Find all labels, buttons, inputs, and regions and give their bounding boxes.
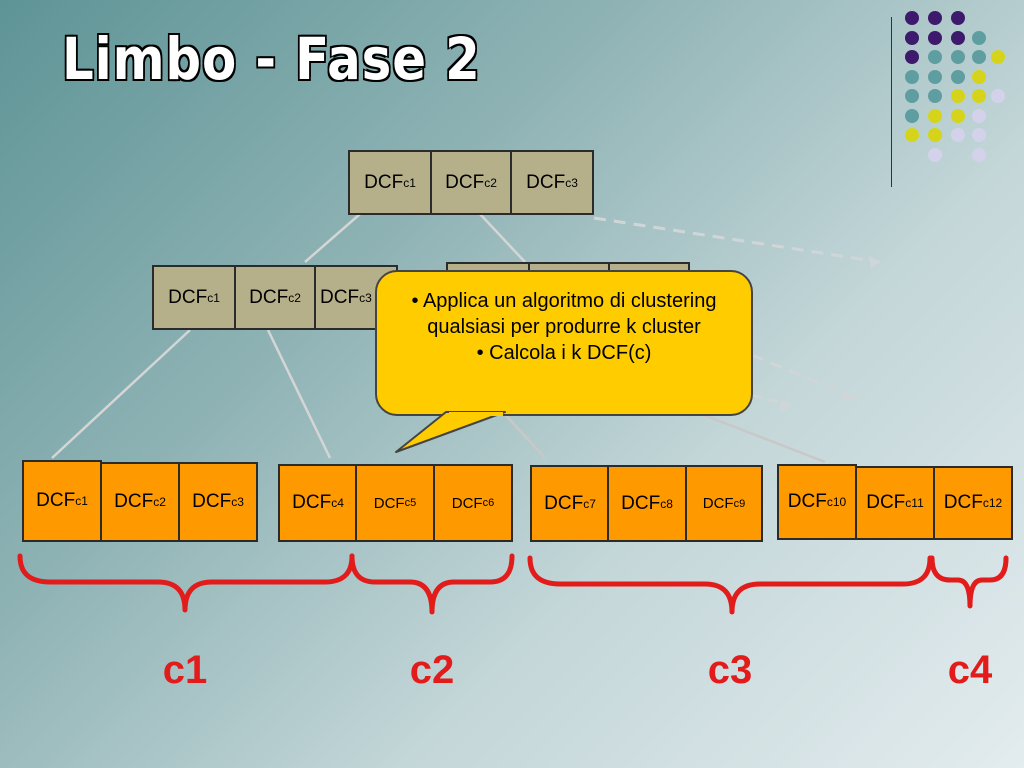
brace-c1 <box>17 553 355 613</box>
connector-line <box>51 329 191 459</box>
callout-bullet: • Applica un algoritmo di clustering qua… <box>411 290 717 338</box>
decorative-dot <box>991 50 1005 64</box>
cluster-label-c3: c3 <box>707 648 753 692</box>
decorative-dot <box>951 11 965 25</box>
decorative-dot <box>972 30 986 45</box>
decorative-dot <box>951 50 965 64</box>
decorative-dot <box>951 30 965 45</box>
decorative-vertical-line <box>891 17 892 187</box>
decorative-dot <box>928 30 942 45</box>
callout-bullet: • Calcola i k DCF(c) <box>476 342 652 364</box>
decorative-dot <box>928 50 942 64</box>
decorative-dot <box>905 11 919 25</box>
dcf-base: DCF <box>451 494 483 512</box>
dcf-base: DCF <box>544 492 584 514</box>
dcf-base: DCF <box>373 494 405 512</box>
connector-line <box>479 213 526 263</box>
decorative-dot <box>951 69 965 84</box>
decorative-dot <box>928 69 942 84</box>
dcf-base: DCF <box>292 492 332 513</box>
dcf-base: DCF <box>364 171 404 193</box>
connector-line <box>304 213 361 263</box>
decorative-dot <box>972 128 986 142</box>
decorative-dot <box>972 147 986 162</box>
decorative-dot <box>905 69 919 84</box>
decorative-dot <box>905 89 919 103</box>
decorative-dot <box>905 50 919 64</box>
decorative-dot <box>972 50 986 64</box>
dcf-base: DCF <box>249 286 289 308</box>
decorative-dot <box>905 128 919 142</box>
slide-title: Limbo - Fase 2 <box>61 25 481 93</box>
dcf-base: DCF <box>320 286 360 308</box>
connector-dashed <box>593 216 881 264</box>
brace-c4 <box>929 555 1009 609</box>
dcf-base: DCF <box>445 171 485 193</box>
decorative-dot <box>951 128 965 142</box>
decorative-dot <box>972 108 986 123</box>
dcf-base: DCF <box>787 491 827 512</box>
decorative-dot <box>928 11 942 25</box>
decorative-dot <box>928 108 942 123</box>
decorative-dot <box>972 89 986 103</box>
connector-dashed <box>751 393 791 407</box>
decorative-dot <box>951 108 965 123</box>
decorative-dot <box>951 89 965 103</box>
dcf-base: DCF <box>168 286 208 308</box>
decorative-dot <box>928 147 942 162</box>
cluster-label-c1: c1 <box>162 648 208 692</box>
connector-line <box>266 329 332 459</box>
dcf-base: DCF <box>114 491 154 512</box>
brace-c2 <box>349 553 515 615</box>
cluster-label-c2: c2 <box>409 648 455 692</box>
decorative-dot <box>928 128 942 142</box>
decorative-dot <box>928 89 942 103</box>
dcf-base: DCF <box>621 492 661 514</box>
dcf-base: DCF <box>702 495 734 512</box>
dcf-base: DCF <box>526 171 566 193</box>
dcf-base: DCF <box>36 490 76 511</box>
dcf-base: DCF <box>943 492 983 513</box>
decorative-dot <box>991 89 1005 103</box>
cluster-label-c4: c4 <box>947 648 993 692</box>
callout-bubble: • Applica un algoritmo di clustering qua… <box>375 270 753 416</box>
decorative-dot <box>905 30 919 45</box>
dcf-base: DCF <box>192 491 232 512</box>
decorative-dot <box>972 69 986 84</box>
brace-c3 <box>527 555 933 615</box>
decorative-dot <box>905 108 919 123</box>
dcf-base: DCF <box>866 492 906 513</box>
